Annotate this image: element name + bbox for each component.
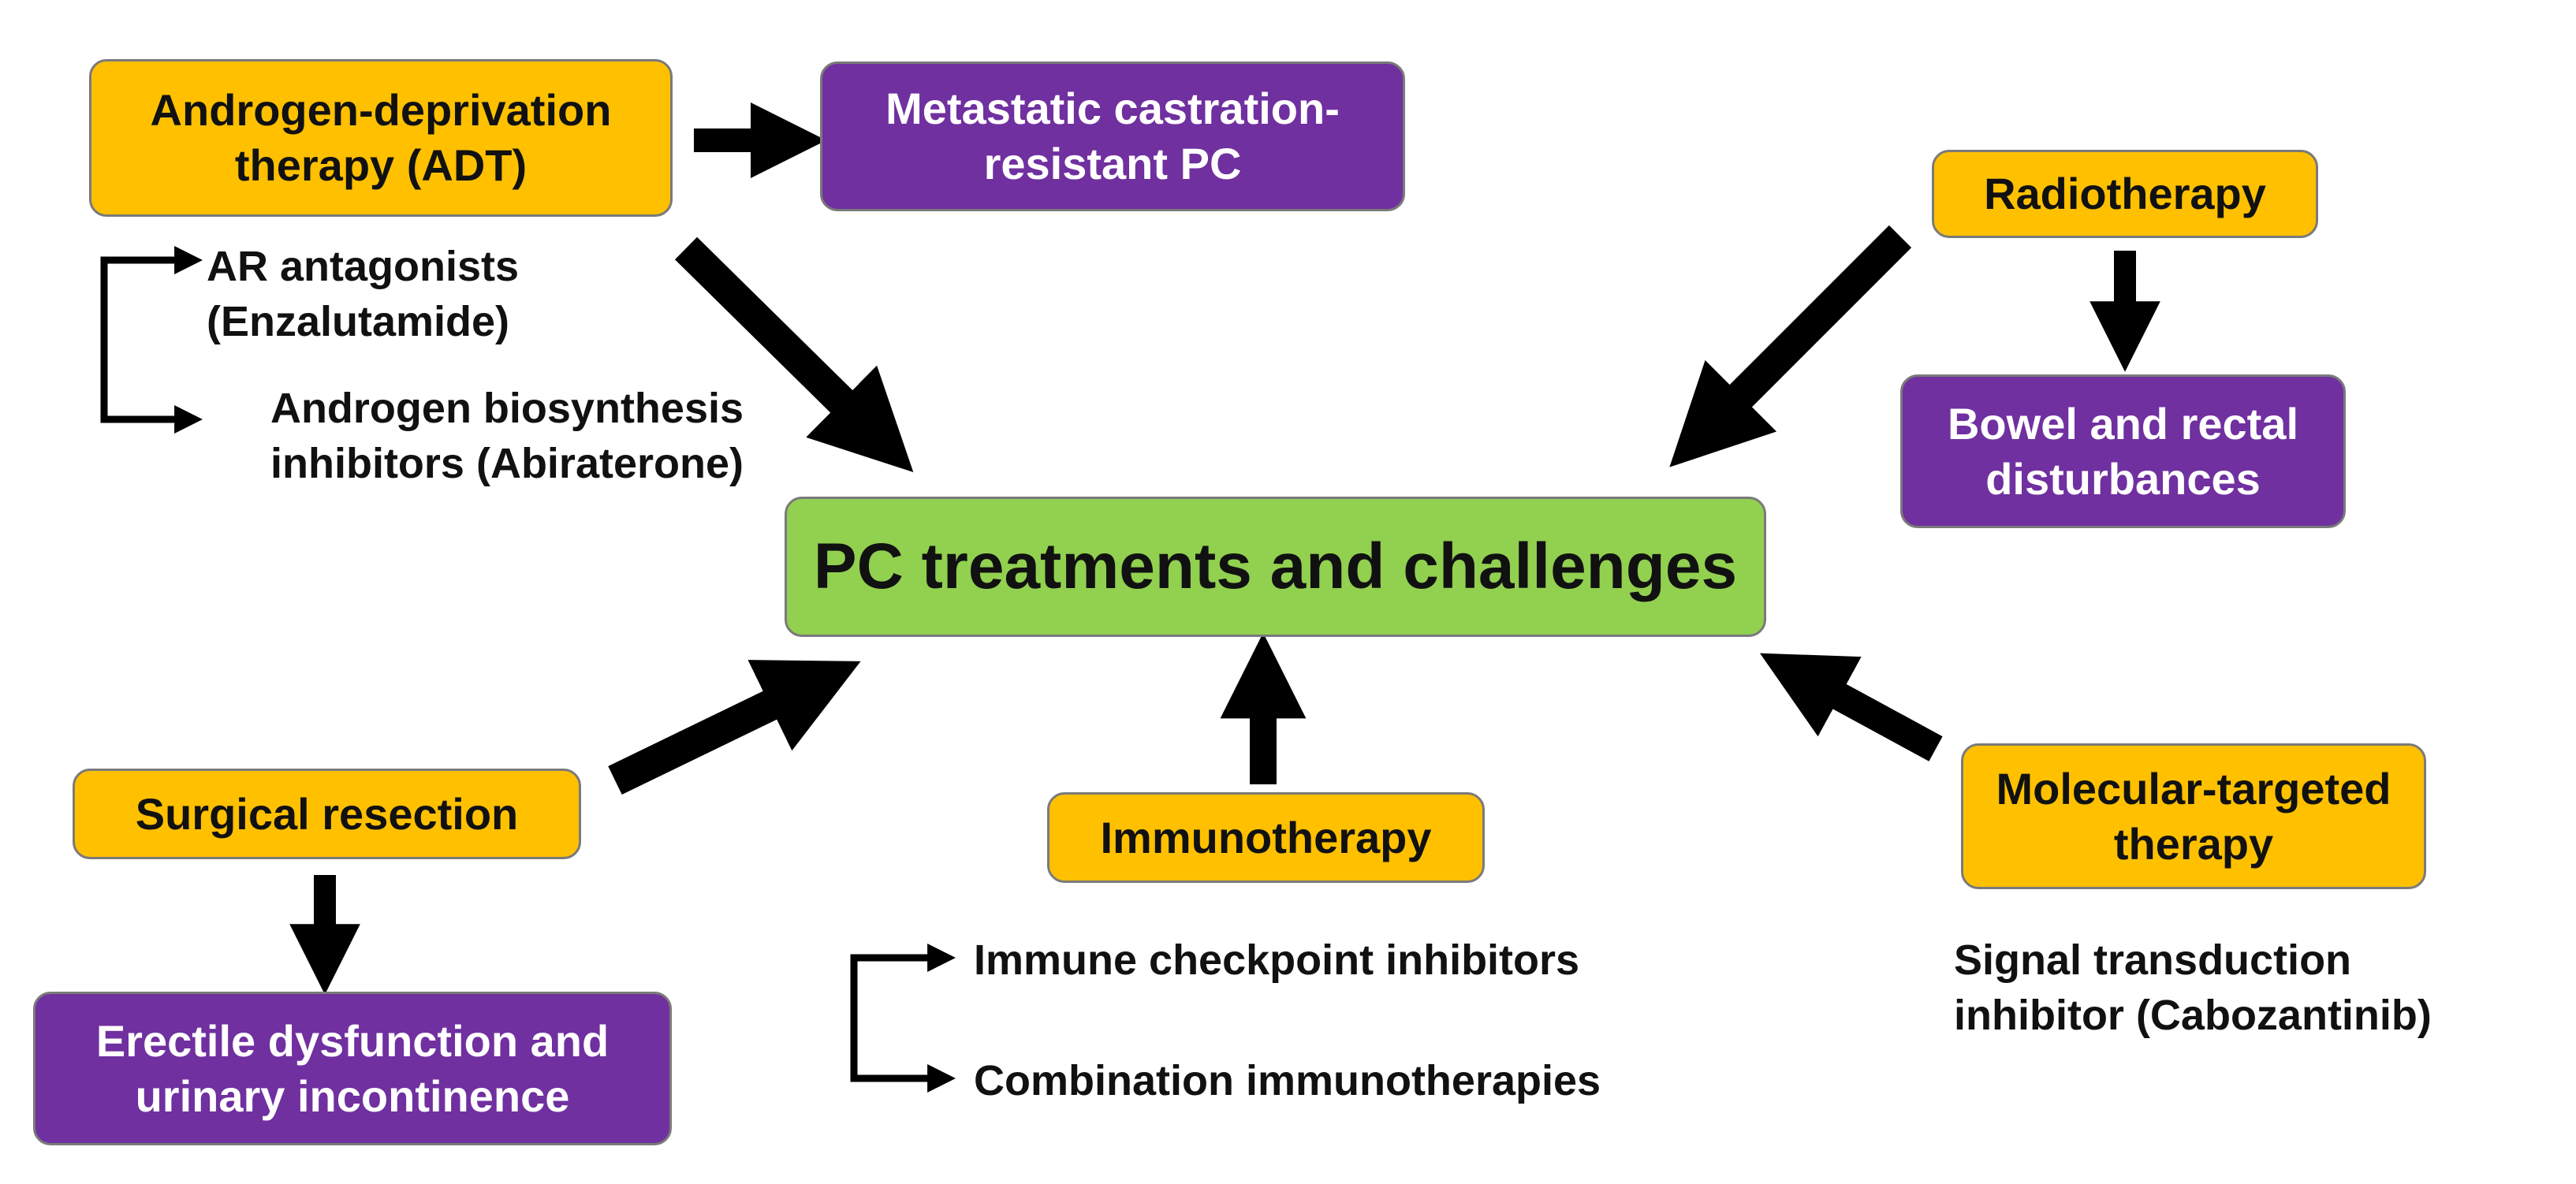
center-node-label: PC treatments and challenges <box>813 530 1738 602</box>
bowel-node-label: Bowel and rectal disturbances <box>1947 398 2299 504</box>
molecular-node-label: Molecular-targeted therapy <box>1996 763 2391 869</box>
arrow-molecular-to-center <box>1759 653 1943 761</box>
adt-node: Androgen-deprivation therapy (ADT) <box>89 59 673 217</box>
surgery-node: Surgical resection <box>73 769 581 859</box>
arrow-radiotherapy-to-center <box>1669 225 1912 467</box>
arrow-surgery-to-center <box>608 660 861 795</box>
molecular-node: Molecular-targeted therapy <box>1961 743 2426 889</box>
immunotherapy-sub-checkpoint: Immune checkpoint inhibitors <box>974 936 1580 984</box>
surgery-node-label: Surgical resection <box>135 788 519 839</box>
metastatic-node-label: Metastatic castration-resistant PC <box>885 84 1340 188</box>
adt-sub-ar-antagonists: AR antagonists (Enzalutamide) <box>207 243 520 346</box>
radiotherapy-node-label: Radiotherapy <box>1984 169 2266 218</box>
molecular-sub-signal-transduction: Signal transduction inhibitor (Cabozanti… <box>1954 936 2432 1040</box>
metastatic-node: Metastatic castration-resistant PC <box>820 61 1405 211</box>
bowel-node: Bowel and rectal disturbances <box>1900 374 2346 528</box>
erectile-node: Erectile dysfunction and urinary inconti… <box>33 992 672 1145</box>
radiotherapy-node: Radiotherapy <box>1932 150 2318 238</box>
bracket-adt <box>100 256 170 423</box>
immunotherapy-node: Immunotherapy <box>1047 792 1485 883</box>
bracket-immunotherapy <box>850 954 923 1082</box>
immunotherapy-node-label: Immunotherapy <box>1100 812 1432 862</box>
center-node: PC treatments and challenges <box>785 497 1766 637</box>
adt-node-label: Androgen-deprivation therapy (ADT) <box>150 85 612 190</box>
erectile-node-label: Erectile dysfunction and urinary inconti… <box>95 1015 610 1121</box>
immunotherapy-sub-combination: Combination immunotherapies <box>974 1057 1601 1104</box>
arrow-adt-to-center <box>674 236 914 473</box>
adt-sub-androgen-biosynthesis: Androgen biosynthesis inhibitors (Abirat… <box>270 385 744 488</box>
